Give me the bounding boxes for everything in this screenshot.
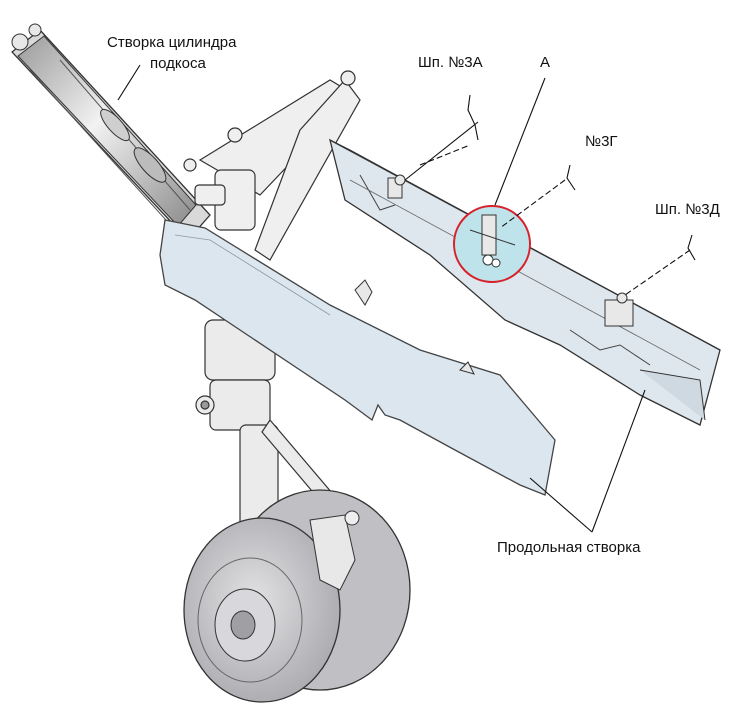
leader-long-door-2 [591,389,646,533]
leader-bolt-3a [404,121,479,181]
bolt-3g-mark [566,164,576,191]
upper-strut-frame [183,70,361,261]
label-bolt-3g: №3Г [585,133,618,150]
label-bolt-3d: Шп. №3Д [655,201,720,218]
hinge-3d [604,292,634,327]
longitudinal-door-front [159,219,556,496]
label-strut-door-line1: Створка цилиндра [107,34,237,51]
label-strut-door-line2: подкоса [150,55,206,72]
label-detail-a: А [540,54,551,71]
wheel [183,489,411,703]
bolt-3d-mark [687,234,696,261]
leader-detail-a [494,77,546,206]
strut-cylinder-door [11,23,211,241]
bolt-3a-mark [467,94,479,141]
label-long-door: Продольная створка [497,539,641,556]
longitudinal-door-rear [329,138,721,426]
leader-lines [117,64,696,533]
leader-bolt-3d [624,249,691,296]
hinge-3a [387,174,406,199]
leader-long-door-1 [529,477,593,533]
detail-a-callout [453,205,531,283]
leader-bolt-3g [499,179,566,229]
label-bolt-3a: Шп. №3А [418,54,483,71]
leader-strut-door [117,64,141,101]
